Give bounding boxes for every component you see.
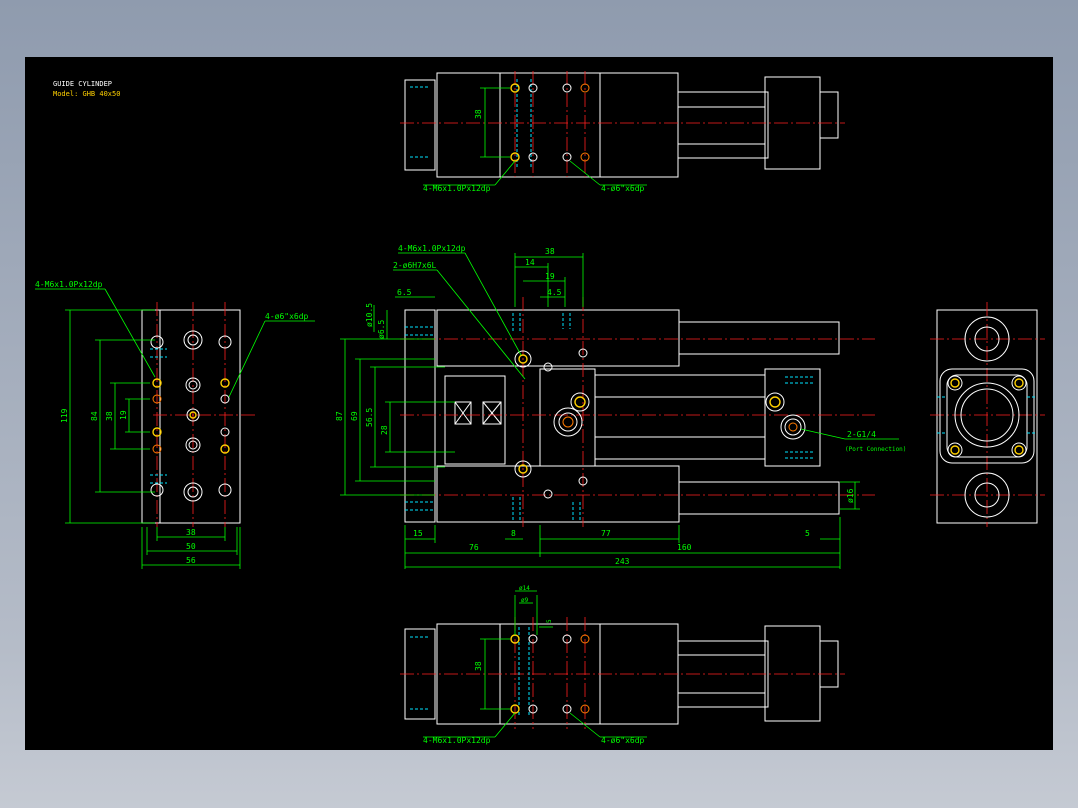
- front-dim-10-5: ø10.5: [365, 303, 374, 327]
- front-dim-19: 19: [545, 272, 555, 281]
- front-dim-38: 38: [545, 247, 555, 256]
- front-dim-d6-5: ø6.5: [377, 320, 386, 339]
- front-callout-port: 2-G1/4: [847, 430, 876, 439]
- drawing-title: GUIDE CYLINDEP: [53, 80, 112, 88]
- left-callout-tap: 4-M6x1.0Px12dp: [35, 280, 103, 289]
- front-dim-28: 28: [380, 425, 389, 435]
- front-dim-15: 15: [413, 529, 423, 538]
- front-dim-14: 14: [525, 258, 535, 267]
- front-view: 38 14 19 4.5 6.5 ø10.5 ø6.5 87 69 56.5 2…: [335, 244, 906, 569]
- front-callout-pin: 2-ø6H7x6L: [393, 261, 437, 270]
- left-dim-38v: 38: [105, 411, 114, 421]
- title-block: GUIDE CYLINDEP Model: GHB 40x50: [53, 80, 120, 98]
- front-dim-69: 69: [350, 411, 359, 421]
- front-dim-76: 76: [469, 543, 479, 552]
- bottom-dim-d9: ø9: [521, 597, 529, 604]
- left-dim-38h: 38: [186, 528, 196, 537]
- right-view: [930, 302, 1045, 527]
- drawing-canvas[interactable]: GUIDE CYLINDEP Model: GHB 40x50 38: [25, 57, 1053, 750]
- front-callout-port-note: (Port Connection): [845, 446, 906, 453]
- top-dim-38: 38: [474, 109, 483, 119]
- cad-viewport[interactable]: GUIDE CYLINDEP Model: GHB 40x50 38: [25, 57, 1053, 750]
- bottom-dim-5: 5: [546, 619, 553, 623]
- front-dim-243: 243: [615, 557, 630, 566]
- left-dim-84: 84: [90, 411, 99, 421]
- bottom-callout-tap: 4-M6x1.0Px12dp: [423, 736, 491, 745]
- front-dim-4-5: 4.5: [547, 288, 562, 297]
- front-dim-56-5: 56.5: [365, 408, 374, 427]
- left-dim-119: 119: [60, 408, 69, 423]
- top-view: 38 4-M6x1.0Px12dp 4-ø6"x6dp: [400, 71, 845, 193]
- bottom-dim-38: 38: [474, 661, 483, 671]
- front-callout-tap: 4-M6x1.0Px12dp: [398, 244, 466, 253]
- top-callout-tap: 4-M6x1.0Px12dp: [423, 184, 491, 193]
- front-dim-5: 5: [805, 529, 810, 538]
- left-dim-56: 56: [186, 556, 196, 565]
- front-dim-d16: ø16: [846, 488, 855, 503]
- left-callout-cbore: 4-ø6"x6dp: [265, 312, 309, 321]
- bottom-callout-cbore: 4-ø6"x6dp: [601, 736, 645, 745]
- front-dim-8: 8: [511, 529, 516, 538]
- front-dim-6-5: 6.5: [397, 288, 412, 297]
- drawing-model: Model: GHB 40x50: [53, 90, 120, 98]
- left-view: 119 84 38 19 38 50 56 4-M6x1.0Px12dp 4-ø…: [35, 280, 315, 569]
- front-dim-77: 77: [601, 529, 611, 538]
- top-callout-cbore: 4-ø6"x6dp: [601, 184, 645, 193]
- front-dim-160: 160: [677, 543, 692, 552]
- left-dim-19: 19: [119, 410, 128, 420]
- left-dim-50: 50: [186, 542, 196, 551]
- bottom-view: 38 ø14 ø9 5 4-M6x1.0Px12dp 4-ø6"x6dp: [400, 585, 845, 745]
- bottom-dim-d14: ø14: [519, 585, 530, 592]
- front-dim-87: 87: [335, 411, 344, 421]
